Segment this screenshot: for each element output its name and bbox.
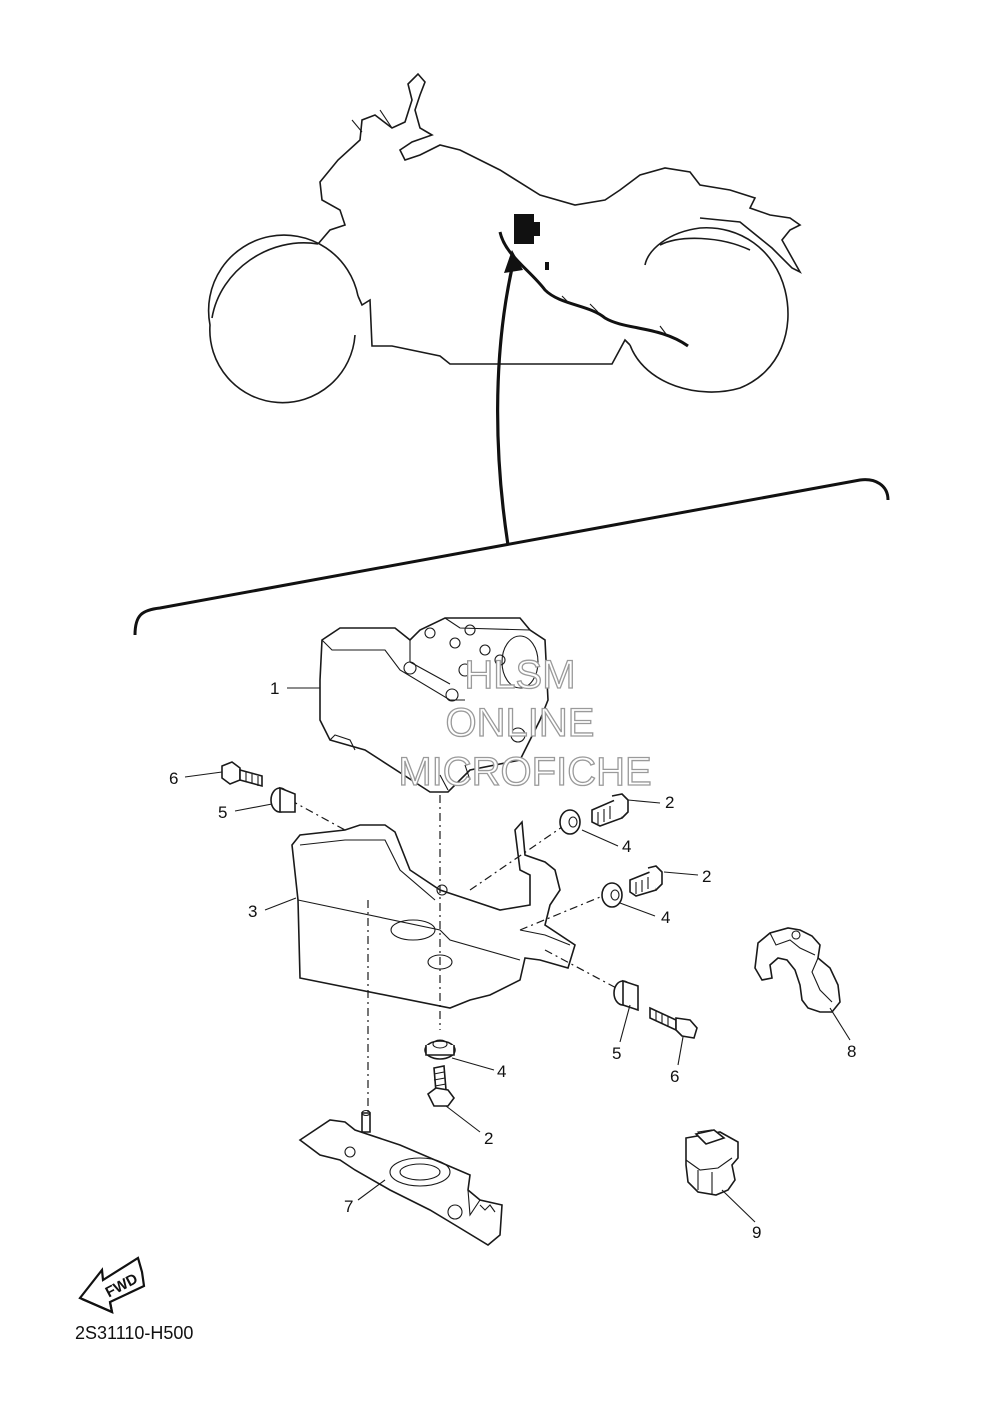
collar-5-lower bbox=[613, 979, 639, 1012]
collar-5-upper bbox=[270, 786, 296, 813]
watermark-line2: ONLINE bbox=[446, 701, 595, 745]
abs-bracket bbox=[291, 820, 576, 1009]
forward-direction-arrow: FWD bbox=[78, 1256, 146, 1314]
callout-9: 9 bbox=[752, 1223, 761, 1242]
callout-1: 1 bbox=[270, 679, 279, 698]
leader-lines bbox=[184, 687, 851, 1223]
wire-clamp bbox=[754, 927, 841, 1013]
grommet-4-lower bbox=[424, 1039, 456, 1060]
callout-2-c: 2 bbox=[484, 1129, 493, 1148]
callout-5-a: 5 bbox=[218, 803, 227, 822]
callout-4-b: 4 bbox=[661, 908, 670, 927]
location-arrow bbox=[496, 250, 523, 546]
callout-4-a: 4 bbox=[622, 837, 631, 856]
motorcycle-silhouette bbox=[207, 72, 802, 404]
abs-hydraulic-unit bbox=[319, 617, 549, 793]
callout-5-b: 5 bbox=[612, 1044, 621, 1063]
connector-cover bbox=[685, 1129, 739, 1196]
callout-2-a: 2 bbox=[665, 793, 674, 812]
watermark-line1: HLSM bbox=[464, 653, 575, 697]
bolt-6-upper bbox=[221, 761, 263, 788]
grommet-4-middle bbox=[601, 882, 623, 908]
callout-3: 3 bbox=[248, 902, 257, 921]
assembly-lines bbox=[289, 795, 621, 1115]
callout-2-b: 2 bbox=[702, 867, 711, 886]
mounting-plate bbox=[298, 1109, 503, 1246]
grommet-4-upper bbox=[559, 809, 581, 835]
watermark-line3: MICROFICHE bbox=[398, 750, 651, 794]
callout-4-c: 4 bbox=[497, 1062, 506, 1081]
bolt-2-lower bbox=[426, 1065, 455, 1107]
callout-7: 7 bbox=[344, 1197, 353, 1216]
bolt-6-lower bbox=[649, 1006, 698, 1039]
callout-8: 8 bbox=[847, 1042, 856, 1061]
bolt-2-upper bbox=[591, 793, 629, 827]
watermark: HLSM ONLINE MICROFICHE bbox=[398, 652, 653, 794]
bolt-2-middle bbox=[629, 865, 663, 897]
section-bracket bbox=[133, 478, 890, 636]
callout-6-b: 6 bbox=[670, 1067, 679, 1086]
callout-labels: 1 2 2 2 3 4 4 4 5 5 6 6 7 8 9 bbox=[169, 679, 856, 1242]
callout-6-a: 6 bbox=[169, 769, 178, 788]
diagram-code: 2S31110-H500 bbox=[75, 1323, 193, 1343]
